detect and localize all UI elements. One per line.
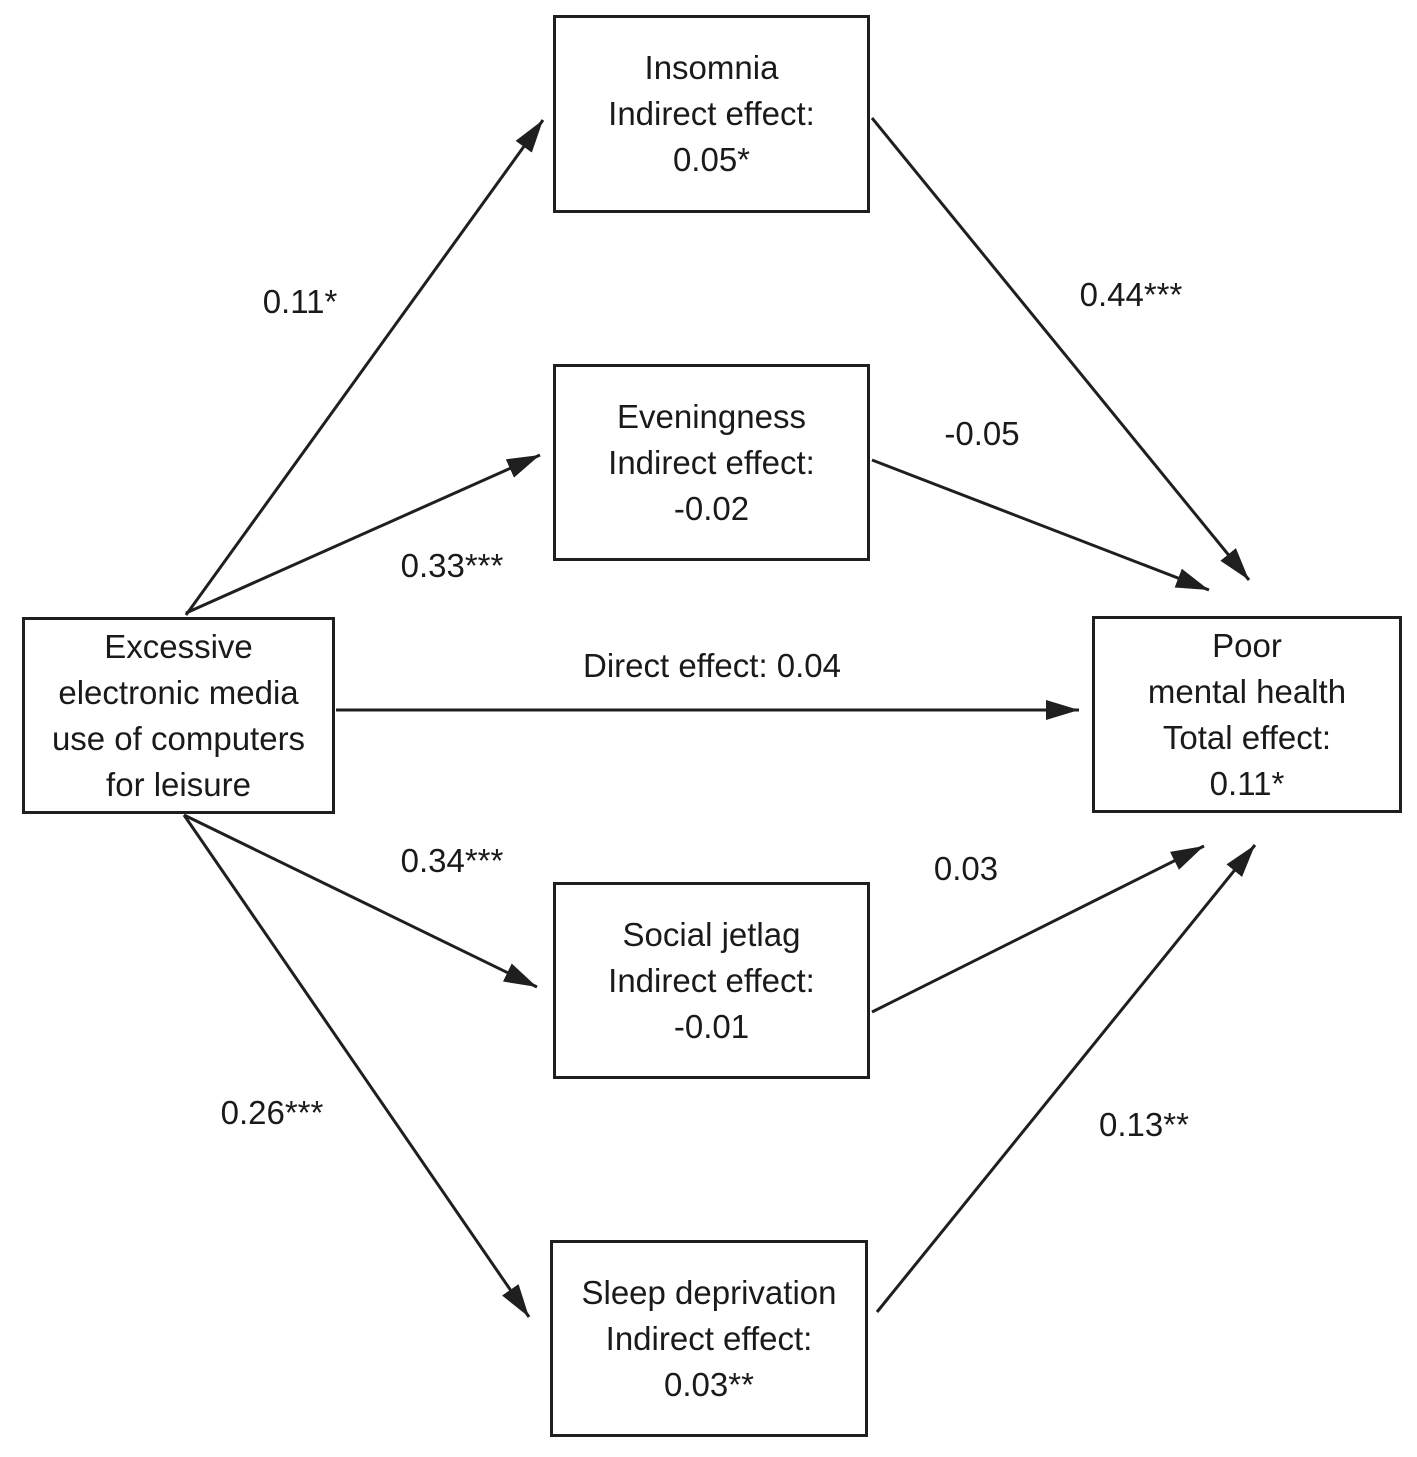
edge-label-eveningness-outcome: -0.05 (944, 415, 1020, 452)
node-text-line: use of computers (51, 719, 306, 757)
node-social-jetlag: Social jetlag Indirect effect: -0.01 (553, 882, 870, 1079)
edge-label-insomnia-outcome: 0.44*** (1079, 276, 1183, 313)
node-excessive-media-use: Excessive electronic media use of comput… (22, 617, 335, 814)
arrow-social-jetlag-to-outcome (871, 844, 1205, 1014)
arrow-insomnia-to-outcome (870, 117, 1251, 581)
node-eveningness-text: Eveningness Indirect effect: -0.02 (608, 394, 815, 532)
node-poor-mental-health: Poor mental health Total effect: 0.11* (1092, 616, 1402, 813)
arrow-eveningness-to-outcome (871, 458, 1210, 592)
node-poor-mental-health-text: Poor mental health Total effect: 0.11* (1148, 623, 1346, 807)
node-text-line: Indirect effect: (605, 1319, 813, 1357)
edge-label-source-social-jetlag: 0.34*** (400, 842, 504, 879)
node-eveningness: Eveningness Indirect effect: -0.02 (553, 364, 870, 561)
node-insomnia-text: Insomnia Indirect effect: 0.05* (608, 45, 815, 183)
node-text-line: Excessive (104, 627, 253, 665)
edge-label-source-insomnia: 0.11* (262, 283, 338, 320)
node-text-line: Poor (1212, 626, 1282, 664)
node-text-line: Indirect effect: (608, 961, 815, 999)
edge-label-source-sleep-deprivation: 0.26*** (220, 1094, 324, 1131)
edge-label-social-jetlag-outcome: 0.03 (933, 850, 999, 887)
node-text-line: Indirect effect: (608, 95, 815, 132)
node-sleep-deprivation-text: Sleep deprivation Indirect effect: 0.03*… (581, 1270, 836, 1408)
node-sleep-deprivation: Sleep deprivation Indirect effect: 0.03*… (550, 1240, 868, 1437)
node-text-line: electronic media (58, 673, 299, 711)
node-text-line: for leisure (106, 765, 251, 803)
node-text-line: 0.03** (664, 1365, 754, 1403)
node-text-line: Total effect: (1162, 718, 1332, 756)
node-text-line: Indirect effect: (608, 443, 815, 481)
node-text-line: Eveningness (617, 397, 806, 435)
edge-label-sleep-deprivation-outcome: 0.13** (1099, 1106, 1189, 1143)
node-text-line: mental health (1147, 672, 1347, 710)
arrow-source-to-insomnia (184, 119, 545, 616)
arrow-source-to-sleep-deprivation (182, 814, 531, 1318)
arrow-source-to-eveningness (185, 453, 541, 615)
edge-label-direct-effect: Direct effect: 0.04 (582, 647, 842, 684)
node-insomnia: Insomnia Indirect effect: 0.05* (553, 15, 870, 213)
arrow-sleep-deprivation-to-outcome (875, 844, 1257, 1313)
edge-label-source-eveningness: 0.33*** (400, 547, 504, 584)
node-text-line: -0.02 (673, 489, 750, 527)
node-text-line: Social jetlag (622, 915, 801, 953)
node-text-line: -0.01 (673, 1007, 750, 1045)
node-text-line: 0.11* (1209, 764, 1285, 802)
node-text-line: 0.05* (672, 141, 751, 178)
node-text-line: Sleep deprivation (581, 1273, 837, 1311)
node-social-jetlag-text: Social jetlag Indirect effect: -0.01 (608, 912, 815, 1050)
node-excessive-media-use-text: Excessive electronic media use of comput… (52, 624, 305, 808)
arrow-source-to-social-jetlag (183, 813, 538, 989)
node-text-line: Insomnia (644, 49, 779, 86)
